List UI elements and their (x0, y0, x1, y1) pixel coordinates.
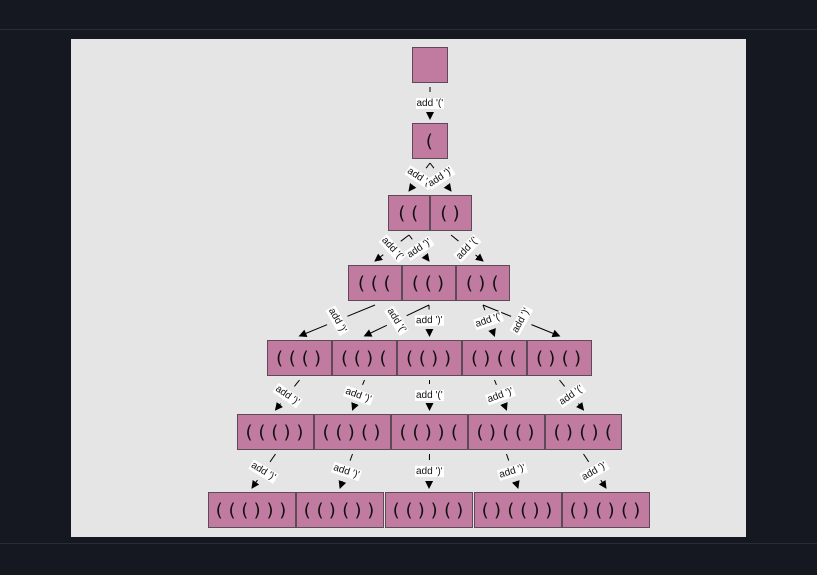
tree-node: ((() (267, 340, 332, 376)
edge-line (270, 454, 275, 462)
edge-arrow (601, 480, 606, 488)
tree-node: ()(() (468, 414, 545, 450)
edge-arrow (447, 186, 451, 191)
edge-label: add '(' (416, 98, 445, 109)
tree-node: ()(( (462, 340, 527, 376)
edge-arrow (252, 480, 257, 488)
tree-node: ()(()) (474, 492, 562, 528)
tree-node: ()()() (562, 492, 650, 528)
tree-node: () (430, 195, 472, 231)
tree-node: ()( (456, 265, 510, 301)
tree-node: ()() (527, 340, 592, 376)
edge-line (426, 163, 430, 168)
edge-arrow (505, 405, 507, 410)
tree-node: ( (412, 123, 448, 159)
edge-arrow (426, 257, 429, 261)
tree-node: ((()) (237, 414, 314, 450)
edge-label: add '(' (415, 390, 444, 401)
tree-node: ((( (348, 265, 402, 301)
edge-arrow (300, 325, 328, 336)
tree-node (412, 47, 448, 83)
diagram-canvas: (((()((((()()(((()(()((())()((()()((())(… (71, 39, 746, 537)
tree-node: (( (388, 195, 430, 231)
edge-arrow (516, 481, 518, 488)
edge-arrow (531, 325, 559, 336)
tree-node: (()) (397, 340, 462, 376)
edge-arrow (409, 186, 413, 191)
edge-line (560, 380, 565, 386)
edge-line (401, 235, 409, 241)
edge-arrow (493, 331, 495, 336)
tree-node: (()( (332, 340, 397, 376)
tree-node: ()()( (545, 414, 622, 450)
edge-arrow (276, 404, 281, 410)
edge-arrow (476, 255, 483, 261)
top-bar (0, 0, 817, 30)
edge-arrow (365, 325, 387, 336)
edge-line (451, 235, 458, 241)
edge-label: add ')' (415, 315, 444, 326)
tree-node: (())() (385, 492, 473, 528)
edge-arrow (353, 405, 355, 410)
edge-line (350, 454, 352, 461)
tree-node: (())( (391, 414, 468, 450)
edge-line (430, 163, 434, 168)
edge-arrow (340, 481, 342, 488)
tree-node: (()() (314, 414, 391, 450)
edge-line (347, 305, 375, 316)
edge-line (363, 380, 365, 385)
edge-line (507, 454, 509, 461)
edge-line (584, 454, 589, 462)
edge-arrow (375, 255, 383, 261)
tree-node: (() (402, 265, 456, 301)
tree-node: ((())) (208, 492, 296, 528)
edge-arrow (578, 404, 583, 410)
edge-line (409, 235, 412, 239)
bottom-bar (0, 543, 817, 575)
edge-label: add ')' (415, 465, 444, 476)
tree-node: (()()) (296, 492, 384, 528)
edge-line (495, 380, 497, 385)
edge-line (294, 380, 299, 386)
